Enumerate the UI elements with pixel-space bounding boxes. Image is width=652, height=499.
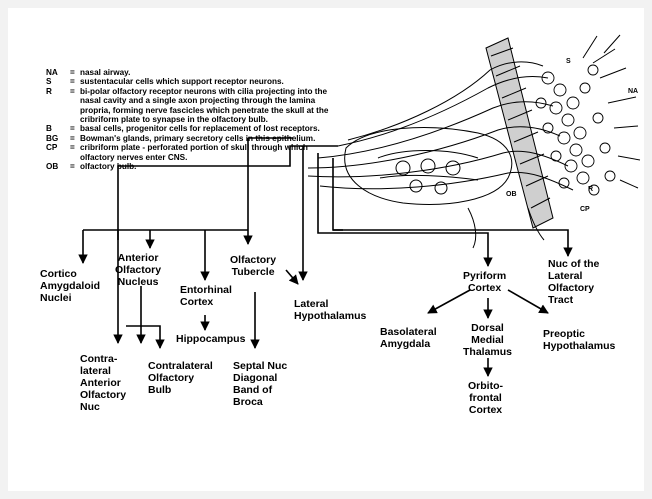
tag-na: NA	[628, 88, 638, 95]
olfactory-epithelium-illustration	[308, 35, 640, 248]
node-lateral-hypothalamus: Lateral Hypothalamus	[294, 298, 366, 322]
node-contralateral-olfactory-bulb: Contralateral Olfactory Bulb	[148, 360, 213, 396]
node-entorhinal-cortex: Entorhinal Cortex	[180, 284, 232, 308]
node-septal-nuc-diagonal-band: Septal Nuc Diagonal Band of Broca	[233, 360, 287, 408]
node-contralateral-anterior-olfactory-nuc: Contra- lateral Anterior Olfactory Nuc	[80, 353, 126, 413]
tag-cp: CP	[580, 206, 590, 213]
node-hippocampus: Hippocampus	[176, 333, 245, 345]
node-olfactory-tubercle: Olfactory Tubercle	[230, 254, 276, 278]
tag-r: R	[588, 186, 593, 193]
node-preoptic-hypothalamus: Preoptic Hypothalamus	[543, 328, 615, 352]
tag-s: S	[566, 58, 571, 65]
tag-ob: OB	[506, 191, 517, 198]
node-anterior-olfactory-nucleus: Anterior Olfactory Nucleus	[115, 252, 161, 288]
node-nuc-lateral-olfactory-tract: Nuc of the Lateral Olfactory Tract	[548, 258, 599, 306]
diagram-page: NA=nasal airway. S=sustentacular cells w…	[8, 8, 644, 491]
node-cortico-amygdaloid-nuclei: Cortico Amygdaloid Nuclei	[40, 268, 100, 304]
node-basolateral-amygdala: Basolateral Amygdala	[380, 326, 437, 350]
node-pyriform-cortex: Pyriform Cortex	[463, 270, 506, 294]
node-dorsal-medial-thalamus: Dorsal Medial Thalamus	[463, 322, 512, 358]
pathway-diagram	[8, 8, 644, 491]
node-orbitofrontal-cortex: Orbito- frontal Cortex	[468, 380, 503, 416]
